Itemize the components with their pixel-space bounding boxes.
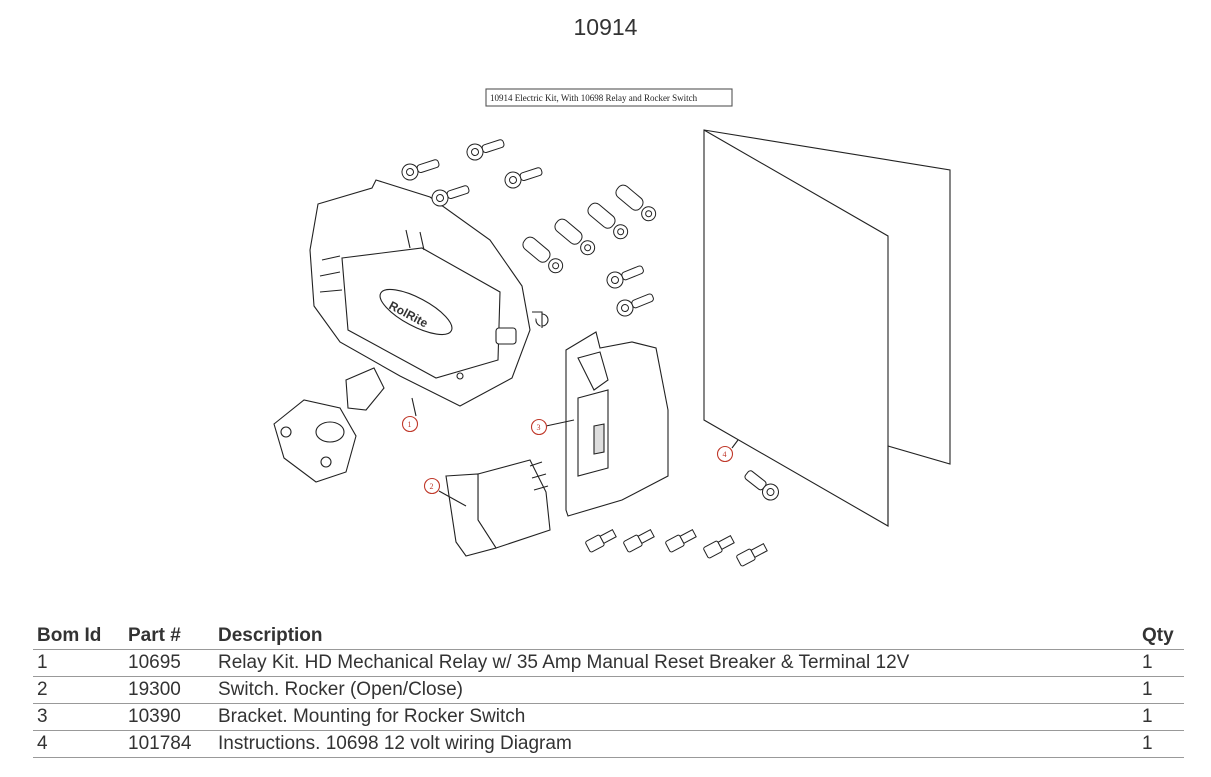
table-row: 2 19300 Switch. Rocker (Open/Close) 1 [33,676,1184,704]
table-row: 1 10695 Relay Kit. HD Mechanical Relay w… [33,649,1184,677]
svg-text:2: 2 [430,482,434,491]
svg-text:4: 4 [723,450,727,459]
table-row: 4 101784 Instructions. 10698 12 volt wir… [33,730,1184,758]
cell-bom-id: 3 [33,703,124,731]
cell-qty: 1 [1138,676,1184,704]
svg-text:1: 1 [408,420,412,429]
diagram-caption: 10914 Electric Kit, With 10698 Relay and… [485,88,733,107]
header-bom-id: Bom Id [33,622,124,650]
instruction-booklet [703,129,951,527]
cell-bom-id: 4 [33,730,124,758]
cell-bom-id: 1 [33,649,124,677]
cell-part-number: 101784 [124,730,214,758]
table-header-row: Bom Id Part # Description Qty [33,622,1184,650]
mounting-bracket [565,331,669,517]
callout-2: 2 [423,477,467,507]
circuit-breaker [273,367,385,483]
cell-description: Relay Kit. HD Mechanical Relay w/ 35 Amp… [214,649,1138,677]
callout-3: 3 [530,418,575,436]
header-part-number: Part # [124,622,214,650]
callout-4: 4 [716,439,739,463]
page-title: 10914 [573,14,638,40]
spade-connectors [585,529,768,567]
header-description: Description [214,622,1138,650]
cell-description: Instructions. 10698 12 volt wiring Diagr… [214,730,1138,758]
svg-text:3: 3 [537,423,541,432]
cell-part-number: 10390 [124,703,214,731]
relay-housing: RolRite [309,179,549,407]
cell-part-number: 19300 [124,676,214,704]
ring-terminals [401,139,779,501]
cell-description: Switch. Rocker (Open/Close) [214,676,1138,704]
exploded-parts-diagram: 10914 Electric Kit, With 10698 Relay and… [260,80,980,580]
callout-1: 1 [401,397,419,433]
header-qty: Qty [1138,622,1184,650]
bill-of-materials-table: Bom Id Part # Description Qty 1 10695 Re… [33,622,1184,758]
cell-qty: 1 [1138,703,1184,731]
tube-lugs [522,184,657,274]
cell-part-number: 10695 [124,649,214,677]
rocker-switch [445,459,551,557]
table-row: 3 10390 Bracket. Mounting for Rocker Swi… [33,703,1184,731]
cell-description: Bracket. Mounting for Rocker Switch [214,703,1138,731]
cell-qty: 1 [1138,730,1184,758]
svg-text:10914 Electric Kit, With 10698: 10914 Electric Kit, With 10698 Relay and… [490,93,698,103]
cell-qty: 1 [1138,649,1184,677]
cell-bom-id: 2 [33,676,124,704]
